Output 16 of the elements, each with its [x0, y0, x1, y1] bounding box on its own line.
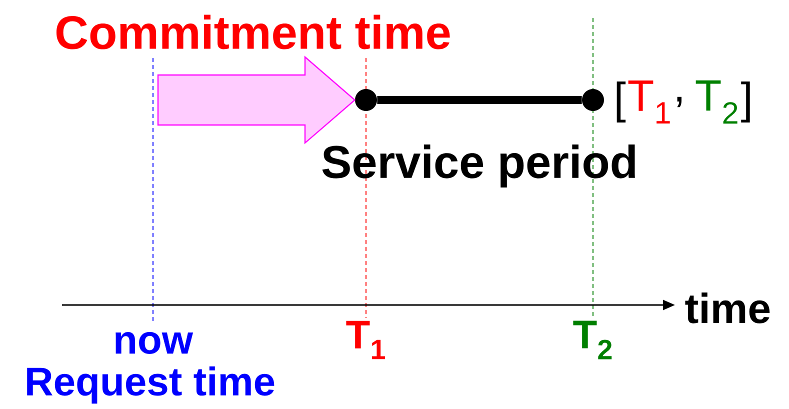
- endpoint-dot: [355, 89, 377, 111]
- heading: Commitment time: [56, 14, 450, 50]
- tick-label: Request time: [27, 366, 274, 404]
- endpoint-dot: [582, 89, 604, 111]
- punctuation: ,: [677, 96, 682, 108]
- interval-label: T$_{2}$: [696, 80, 738, 124]
- tick-label: T$_{1}$: [346, 320, 385, 360]
- tick-label: T$_{2}$: [573, 320, 612, 360]
- interval-label: T$_{1}$: [628, 80, 670, 124]
- bracket: ]: [741, 82, 750, 122]
- bracket: [: [616, 82, 626, 122]
- connector-line: [377, 96, 582, 104]
- block-arrow: [157, 56, 356, 144]
- axis-label: time: [685, 292, 770, 324]
- tick-label: now: [116, 332, 194, 354]
- edge-label: Service period: [322, 144, 635, 188]
